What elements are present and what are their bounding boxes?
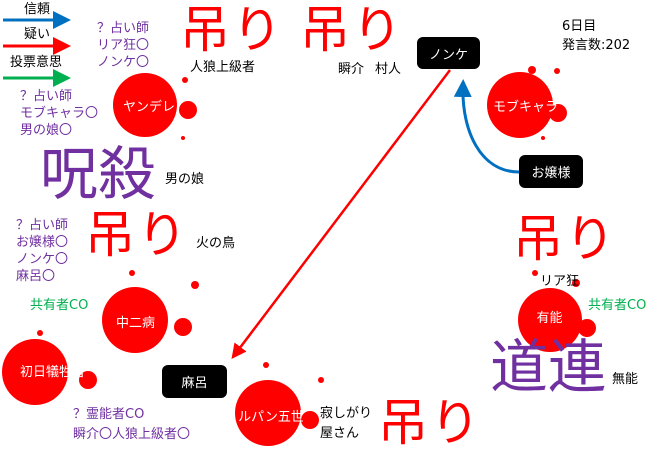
- hang-mark: 吊り: [513, 210, 617, 268]
- note-line: ノンケ〇: [16, 252, 69, 267]
- post-count: 発言数:202: [562, 38, 631, 53]
- role-label: 瞬介: [338, 62, 365, 77]
- node-shonichi[interactable]: 初日犠牲者: [5, 353, 100, 388]
- node-label: 初日犠牲者: [19, 365, 85, 380]
- node-label: ルパン五世: [238, 409, 304, 425]
- legend-doubt-label: 疑い: [24, 27, 51, 42]
- note-line: モブキャラ〇: [20, 106, 99, 121]
- node-label: 中二病: [115, 315, 155, 331]
- note-line: ？占い師: [97, 21, 150, 36]
- role-label: 無能: [612, 372, 639, 387]
- role-label: 男の娘: [165, 172, 205, 187]
- hang-mark: 吊り: [300, 1, 404, 59]
- medium-note: ？霊能者CO 瞬介〇人狼上級者〇: [73, 405, 190, 445]
- role-label: 寂しがり: [320, 406, 373, 421]
- node-lupin[interactable]: ルパン五世: [228, 398, 314, 432]
- role-label: 屋さん: [320, 426, 360, 441]
- note-line: 瞬介〇人狼上級者〇: [73, 427, 191, 442]
- co-label-right: 共有者CO: [588, 298, 647, 313]
- role-label-lupin: 寂しがり屋さん: [320, 404, 372, 444]
- curse-mark: 呪殺: [40, 140, 157, 208]
- note-line: 男の娘〇: [20, 123, 73, 138]
- note-line: 麻呂〇: [16, 269, 56, 284]
- note-line: お嬢様〇: [16, 235, 69, 250]
- node-chuunibyou[interactable]: 中二病: [103, 305, 168, 337]
- seer-note-left: ？占い師モブキャラ〇男の娘〇: [20, 88, 98, 139]
- node-label: ヤンデレ: [122, 99, 175, 115]
- note-line: リア狂〇: [97, 38, 150, 53]
- node-label: 有能: [536, 311, 563, 326]
- note-line: ノンケ〇: [97, 55, 150, 70]
- status: 6日目 発言数:202: [562, 17, 630, 55]
- note-line: ？占い師: [20, 89, 73, 104]
- legend-trust-label: 信頼: [24, 2, 51, 17]
- seer-note-yandere: ？占い師リア狂〇ノンケ〇: [97, 20, 149, 71]
- note-line: ？占い師: [16, 218, 69, 233]
- role-label: 村人: [375, 62, 402, 77]
- node-label: モブキャラ: [492, 99, 558, 115]
- doubt-arrow-nonke-maro: [231, 69, 451, 359]
- hang-mark: 吊り: [378, 394, 482, 452]
- node-label: ノンケ: [428, 47, 468, 63]
- node-yandere[interactable]: ヤンデレ: [110, 88, 188, 122]
- node-yuunou[interactable]: 有能: [517, 298, 582, 335]
- trust-arrow-ojousama-nonke: [453, 79, 520, 174]
- day-label: 6日目: [562, 19, 597, 34]
- seer-note-chuuni: ？占い師お嬢様〇ノンケ〇麻呂〇: [16, 217, 68, 285]
- node-nonke[interactable]: ノンケ: [417, 37, 480, 69]
- hang-mark: 吊り: [85, 206, 189, 264]
- michizure-mark: 道連: [490, 333, 607, 401]
- node-label: 麻呂: [181, 376, 208, 391]
- node-maro[interactable]: 麻呂: [162, 365, 227, 398]
- hang-mark: 吊り: [180, 1, 284, 59]
- role-label: 人狼上級者: [190, 60, 256, 75]
- node-label: お嬢様: [531, 166, 571, 181]
- co-label-left: 共有者CO: [30, 298, 89, 313]
- node-mob[interactable]: モブキャラ: [483, 88, 568, 122]
- role-label: リア狂: [540, 274, 580, 289]
- legend-vote-label: 投票意思: [10, 55, 63, 70]
- note-line: ？霊能者CO: [73, 407, 145, 422]
- node-ojousama[interactable]: お嬢様: [519, 155, 583, 188]
- role-label: 火の鳥: [196, 236, 236, 251]
